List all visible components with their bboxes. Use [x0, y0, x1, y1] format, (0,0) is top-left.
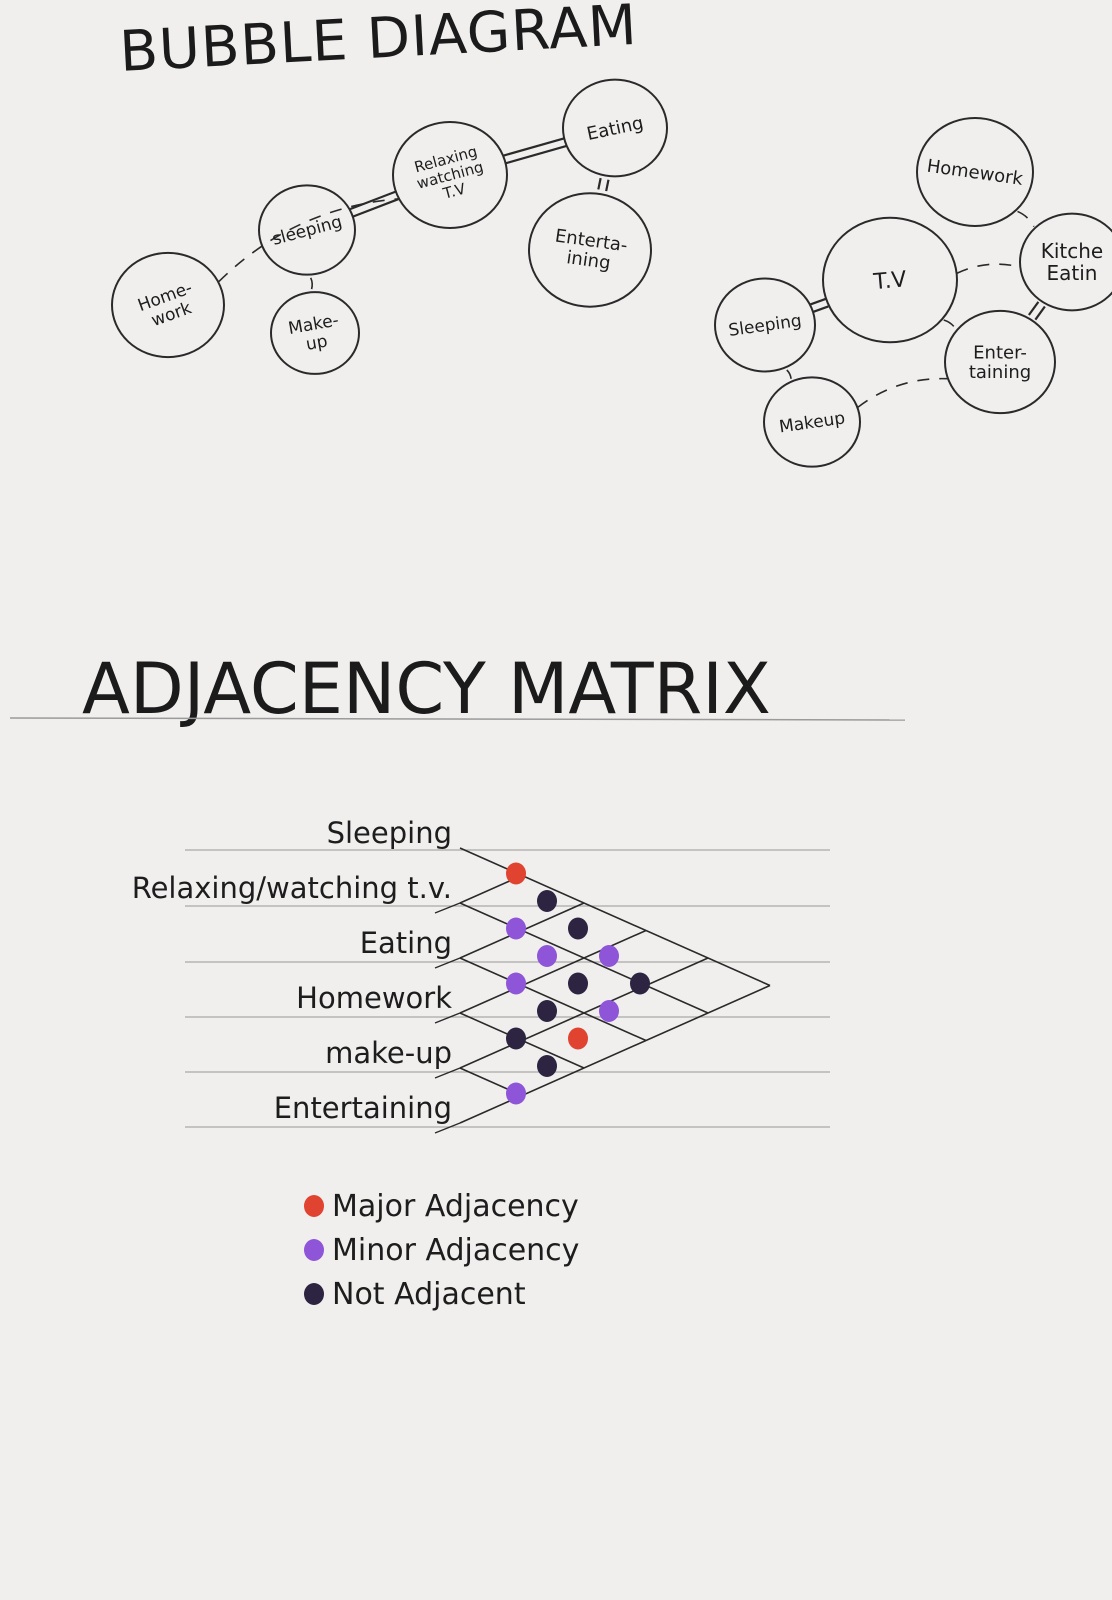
d2-bubble-makeup: Makeup: [763, 376, 861, 468]
legend-label-not: Not Adjacent: [332, 1276, 526, 1312]
d1-bubble-homework: Home-work: [111, 251, 225, 359]
matrix-legend: Major Adjacency Minor Adjacency Not Adja…: [304, 1184, 579, 1316]
d1-minor-link-homework-relaxing: [218, 198, 399, 283]
d2-bubble-label-makeup: Makeup: [778, 408, 846, 437]
d2-bubble-homework: Homework: [916, 117, 1034, 227]
d2-bubble-label-homework: Homework: [926, 156, 1025, 190]
d1-major-link-eating-entertaining-1: [597, 177, 602, 190]
d1-bubble-label-sleeping: sleeping: [270, 212, 344, 250]
d2-major-link-entertaining-kitchen-1: [1034, 305, 1046, 321]
title-underline: [9, 717, 906, 721]
matrix-row-label: Homework: [296, 981, 452, 1015]
d2-major-link-entertaining-kitchen-0: [1027, 301, 1040, 316]
d2-bubble-tv: T.V: [822, 216, 958, 344]
minor-adjacency-dot: [304, 1239, 324, 1261]
matrix-grid-line: [459, 957, 647, 1042]
d2-minor-link-makeup-entertaining: [857, 377, 948, 409]
adjacency-dot-not: [568, 917, 588, 940]
adjacency-dot-minor: [506, 917, 526, 940]
legend-label-minor: Minor Adjacency: [332, 1232, 580, 1268]
d1-bubble-entertaining: Enterta-ining: [528, 192, 652, 308]
adjacency-dot-minor: [537, 945, 557, 967]
adjacency-dot-minor: [506, 1082, 526, 1105]
adjacency-dot-not: [568, 972, 588, 995]
d1-bubble-makeup: Make-up: [270, 291, 360, 375]
d1-major-link-eating-entertaining-0: [605, 179, 610, 192]
d2-minor-link-tv-entertaining: [943, 319, 957, 330]
matrix-tick: [434, 902, 461, 914]
matrix-row-label: Entertaining: [274, 1091, 452, 1125]
matrix-row-label: make-up: [325, 1036, 452, 1070]
matrix-grid-line: [459, 957, 709, 1069]
d2-bubble-label-kitchen: Kitche: [1041, 239, 1104, 263]
d1-major-link-relaxing-eating-1: [505, 145, 567, 165]
not-adjacent-dot: [304, 1283, 324, 1305]
legend-label-major: Major Adjacency: [332, 1188, 579, 1224]
bubble-diagram-2: HomeworkT.VKitcheEatinSleepingEnter-tain…: [714, 117, 1112, 468]
d2-bubble-sleeping: Sleeping: [714, 277, 816, 373]
d2-bubble-label-entertaining: taining: [969, 362, 1031, 383]
adjacency-dot-not: [506, 1027, 526, 1050]
matrix-grid-line: [459, 847, 771, 987]
adjacency-dot-major: [568, 1027, 588, 1050]
adjacency-dot-minor: [506, 972, 526, 995]
d1-bubble-label-eating: Eating: [585, 113, 645, 145]
d1-bubble-label-relaxing: T.V: [440, 179, 468, 203]
d2-bubble-label-kitchen: Eatin: [1047, 261, 1098, 285]
adjacency-dot-not: [630, 972, 650, 995]
matrix-row-label: Relaxing/watching t.v.: [132, 871, 452, 905]
legend-item-minor: Minor Adjacency: [304, 1228, 579, 1272]
d1-bubble-label-makeup: up: [304, 331, 329, 354]
adjacency-dot-major: [506, 862, 526, 885]
major-adjacency-dot: [304, 1195, 324, 1217]
d1-major-link-sleeping-relaxing-0: [349, 190, 396, 211]
d2-major-link-sleeping-tv-1: [813, 305, 829, 313]
matrix-tick: [434, 957, 461, 969]
d2-bubble-label-tv: T.V: [872, 267, 908, 295]
adjacency-dot-minor: [599, 1000, 619, 1022]
d2-minor-link-sleeping-makeup: [786, 369, 792, 379]
d1-minor-link-sleeping-makeup: [309, 277, 314, 290]
matrix-tick: [434, 1067, 461, 1079]
d2-major-link-sleeping-tv-0: [810, 297, 826, 306]
legend-item-major: Major Adjacency: [304, 1184, 579, 1228]
d2-minor-link-homework-kitchen: [1017, 210, 1035, 228]
adjacency-dot-not: [537, 890, 557, 912]
adjacency-dot-not: [537, 1055, 557, 1077]
d2-bubble-label-sleeping: Sleeping: [727, 311, 803, 341]
matrix-tick: [434, 1012, 461, 1024]
d2-bubble-entertaining: Enter-taining: [944, 309, 1056, 415]
d2-bubble-label-entertaining: Enter-: [973, 342, 1027, 363]
d1-bubble-eating: Eating: [562, 78, 668, 178]
d1-bubble-sleeping: sleeping: [258, 184, 356, 276]
matrix-row-label: Eating: [360, 926, 452, 960]
d2-minor-link-tv-kitchen: [956, 263, 1021, 275]
adjacency-dot-not: [537, 1000, 557, 1022]
adjacency-matrix-title: ADJACENCY MATRIX: [82, 648, 771, 730]
d1-major-link-sleeping-relaxing-1: [352, 198, 399, 218]
adjacency-dot-minor: [599, 945, 619, 967]
matrix-row-label: Sleeping: [327, 816, 452, 850]
d1-major-link-relaxing-eating-0: [503, 137, 565, 157]
matrix-grid-line: [459, 929, 647, 1014]
matrix-tick: [434, 1122, 461, 1134]
legend-item-not: Not Adjacent: [304, 1272, 579, 1316]
